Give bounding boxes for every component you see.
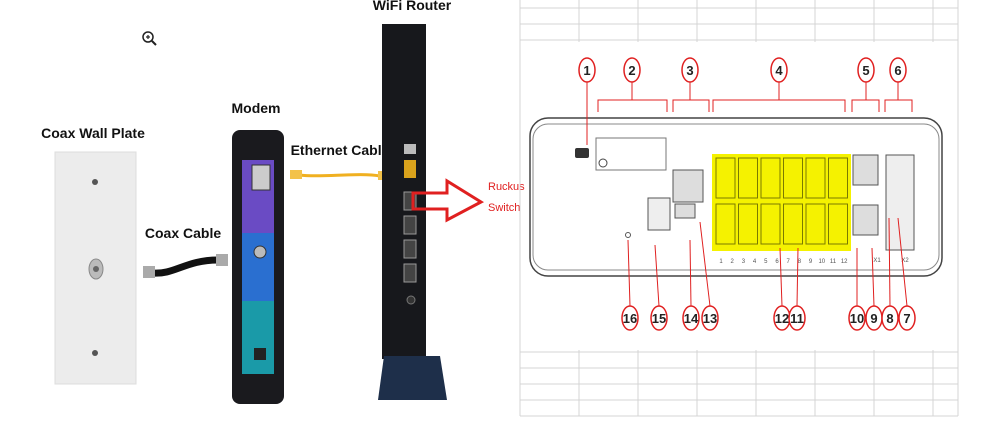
modem-label: Modem (232, 100, 281, 116)
port-number: 11 (830, 259, 837, 265)
callout-number: 5 (862, 63, 869, 78)
rj45-port (715, 203, 736, 245)
rj45-port (715, 157, 736, 199)
callout-number: 13 (703, 311, 717, 326)
port-number: 5 (764, 259, 768, 265)
callout-circle (770, 57, 788, 83)
rj45-port (828, 203, 848, 245)
ethernet-ports (715, 157, 848, 245)
uplink-label-x2: X2 (901, 258, 909, 264)
callout-number: 8 (886, 311, 893, 326)
rj45-port (760, 203, 781, 245)
modem (232, 130, 284, 404)
wall-plate-label: Coax Wall Plate (41, 125, 145, 141)
coax-wall-plate (54, 151, 137, 385)
callout-number: 14 (684, 311, 699, 326)
port-number: 10 (818, 259, 825, 265)
callout-circle (621, 305, 639, 331)
rj45-port (828, 157, 848, 199)
callout-circle (889, 57, 907, 83)
callout-number: 12 (775, 311, 789, 326)
uplink-label-x1: X1 (873, 258, 881, 264)
ruckus-label-line1: Ruckus (488, 181, 525, 193)
coax-cable-label: Coax Cable (145, 225, 221, 241)
port-number: 7 (787, 259, 791, 265)
port-number: 9 (809, 259, 813, 265)
ethernet-cable (290, 170, 392, 180)
callout-number: 1 (583, 63, 590, 78)
callout-circle (681, 57, 699, 83)
callout-number: 9 (870, 311, 877, 326)
rj45-port (783, 157, 803, 199)
callout-circle (701, 305, 719, 331)
rj45-port (783, 203, 803, 245)
callout-number: 4 (775, 63, 783, 78)
callout-number: 10 (850, 311, 864, 326)
port-number: 2 (731, 259, 735, 265)
callout-circle (848, 305, 866, 331)
callout-circle (898, 305, 916, 331)
zoom-in-icon[interactable] (142, 31, 157, 46)
callout-number: 15 (652, 311, 666, 326)
port-number: 8 (798, 259, 802, 265)
port-number: 6 (775, 259, 779, 265)
rj45-port (738, 157, 758, 199)
router-label: WiFi Router (373, 0, 452, 13)
callout-number: 6 (894, 63, 901, 78)
rj45-port (805, 157, 826, 199)
arrow-right-icon (411, 178, 485, 223)
callout-number: 16 (623, 311, 637, 326)
ruckus-switch (529, 117, 943, 277)
rj45-port (805, 203, 826, 245)
callout-number: 2 (628, 63, 635, 78)
port-number: 4 (753, 259, 757, 265)
callout-number: 3 (686, 63, 693, 78)
ethernet-cable-label: Ethernet Cable (291, 142, 390, 158)
rj45-port (760, 157, 781, 199)
callout-circle (881, 305, 899, 331)
rj45-port (738, 203, 758, 245)
coax-cable (143, 254, 228, 278)
callout-circle (578, 57, 596, 83)
callout-circle (623, 57, 641, 83)
callout-brackets (586, 82, 913, 145)
spreadsheet-grid (519, 0, 959, 417)
port-number: 12 (841, 259, 848, 265)
callout-number: 7 (903, 311, 910, 326)
callout-circle (788, 305, 806, 331)
callout-circle (857, 57, 875, 83)
callout-circle (682, 305, 700, 331)
port-number: 3 (742, 259, 746, 265)
wifi-router (378, 24, 447, 400)
ruckus-label-line2: Switch (488, 202, 520, 214)
callout-number: 11 (790, 311, 804, 326)
port-number: 1 (719, 259, 723, 265)
callout-circle (650, 305, 668, 331)
